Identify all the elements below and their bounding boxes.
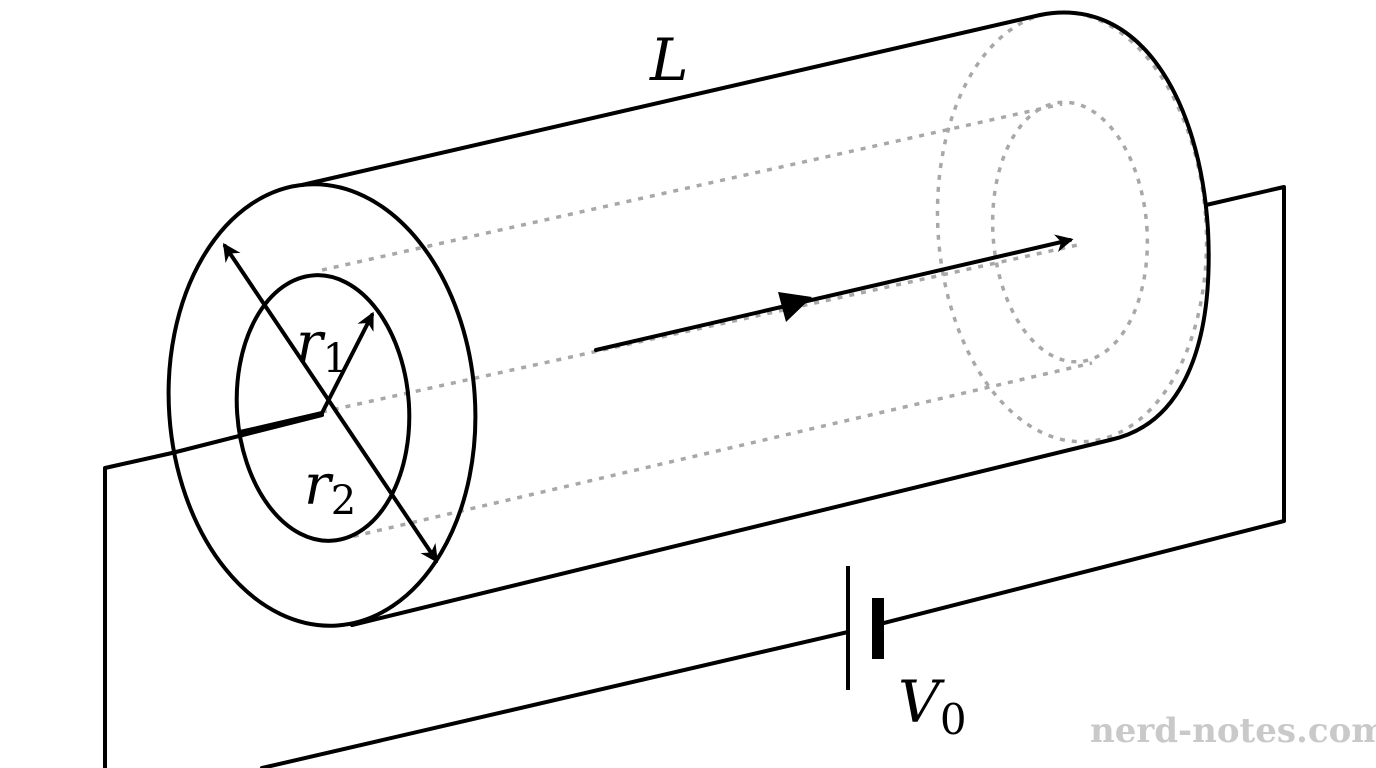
r1-label: r1: [296, 311, 348, 382]
battery: [846, 566, 884, 690]
cylinder-bottom-edge: [350, 438, 1112, 627]
watermark: nerd-notes.com: [1090, 711, 1376, 751]
far-end-hidden-edges: [321, 10, 1209, 541]
r2-label: r2: [304, 453, 356, 524]
wire-inside-inner: [238, 411, 324, 434]
circuit-wire: [103, 185, 1286, 768]
cylinder-far-end-arc: [1038, 10, 1211, 442]
voltage-label: V0: [898, 668, 967, 744]
hollow-cylinder: [166, 10, 1211, 628]
r2-arrow: [222, 243, 439, 563]
current-arrow: [594, 234, 1074, 352]
current-midpoint-arrowhead: [778, 292, 812, 322]
cylinder-outer-face: [166, 182, 478, 628]
length-label: L: [649, 26, 689, 94]
wire-to-center: [174, 413, 324, 454]
cylinder-top-edge: [300, 13, 1042, 187]
